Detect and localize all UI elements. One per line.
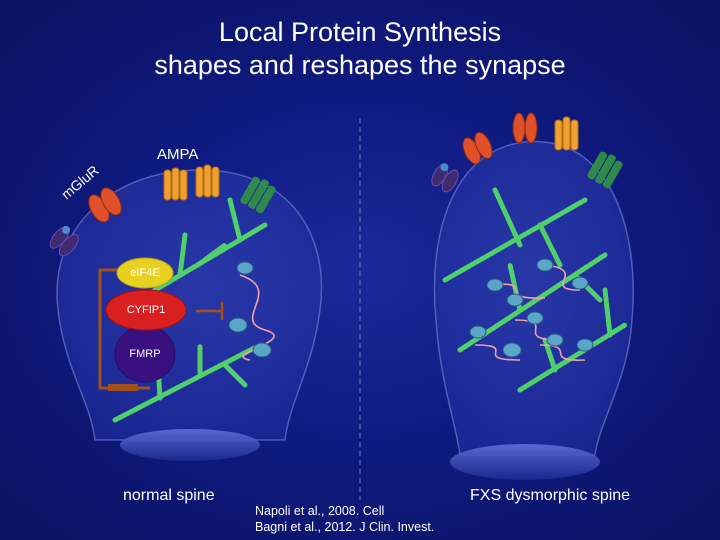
mglur-receptor-right-2 [512,112,538,144]
label-eif4e: eIF4E [130,267,160,279]
normal-spine-mrna [239,274,275,361]
normal-spine-actin [112,197,268,423]
title-line-2: shapes and reshapes the synapse [154,50,566,80]
inhibition-bar-bottom [108,384,138,391]
reference-2: Bagni et al., 2012. J Clin. Invest. [255,520,435,534]
normal-spine-ribosomes [228,261,272,358]
label-fmrp: FMRP [129,348,161,360]
ampa-receptor-1 [163,167,188,201]
eif4e-protein [116,257,174,289]
label-cyfip1: CYFIP1 [126,304,166,316]
title-line-1: Local Protein Synthesis [218,17,502,47]
fxs-spine [433,140,634,480]
ampa-receptor-2 [195,164,220,198]
ampa-receptor-right [554,116,579,151]
inhibition-arrow [196,302,224,320]
cyfip1-protein [105,289,187,331]
label-normal-spine: normal spine [123,487,215,504]
mglur-receptor-left [88,187,122,223]
fxs-spine-ribosomes [469,258,594,358]
green-channel-right [587,151,623,189]
slide-title: Local Protein Synthesis shapes and resha… [0,16,720,82]
mglur-receptor-right-1 [462,131,493,165]
normal-spine-base [120,429,260,461]
label-fxs-spine: FXS dysmorphic spine [470,487,631,504]
fxs-spine-base [450,444,600,480]
label-ampa: AMPA [157,146,199,163]
reference-1: Napoli et al., 2008. Cell [255,504,385,518]
green-channel-left [240,176,276,214]
mglur-receptor-right-3 [431,163,459,193]
mglur-receptor-left-2 [49,225,79,257]
